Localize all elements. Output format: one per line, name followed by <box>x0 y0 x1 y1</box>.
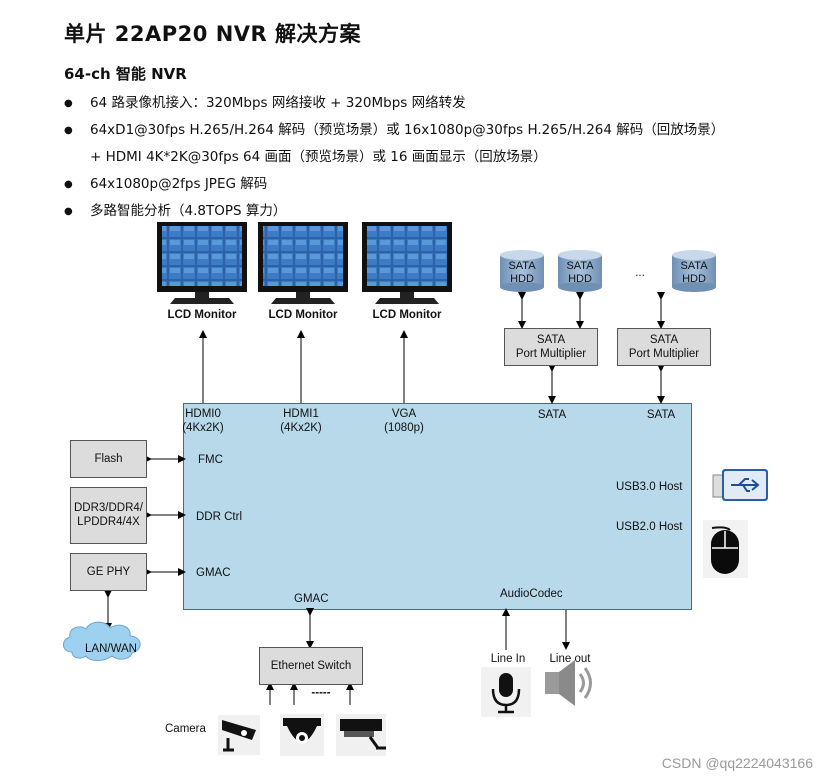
lan-wan-label: LAN/WAN <box>85 643 137 655</box>
ethernet-switch-block: Ethernet Switch <box>259 647 363 685</box>
monitor-label: LCD Monitor <box>268 309 338 321</box>
feature-list: 64 路录像机接入：320Mbps 网络接收 + 320Mbps 网络转发 64… <box>64 90 804 225</box>
page-title: 单片 22AP20 NVR 解决方案 <box>64 22 362 46</box>
sata-port-multiplier: SATA Port Multiplier <box>617 328 711 366</box>
sata-port-label: SATA <box>537 409 567 421</box>
camera-label: Camera <box>165 723 206 735</box>
lcd-monitor-icon <box>362 222 452 304</box>
feature-item-continued: + HDMI 4K*2K@30fps 64 画面（预览场景）或 16 画面显示（… <box>90 149 547 165</box>
watermark: CSDN @qq2224043166 <box>661 755 813 771</box>
pm-label-line1: SATA <box>649 334 679 346</box>
ddr-memory-block: DDR3/DDR4/ LPDDR4/4X <box>70 487 147 544</box>
fmc-port-label: FMC <box>198 454 223 466</box>
sata-port-multiplier: SATA Port Multiplier <box>504 328 598 366</box>
hdd-cylinder-icon <box>500 250 544 292</box>
pm-label-line2: Port Multiplier <box>628 348 700 360</box>
mouse-icon <box>703 520 748 578</box>
ddr-label-line2: LPDDR4/4X <box>77 516 140 528</box>
cloud-icon <box>63 621 141 661</box>
speaker-icon <box>545 660 592 706</box>
hdmi1-port-label: HDMI1 (4Kx2K) <box>276 407 326 435</box>
ddr-label-line1: DDR3/DDR4/ <box>73 502 143 514</box>
ge-phy-block: GE PHY <box>70 553 147 591</box>
hdd-cylinder-icon <box>558 250 602 292</box>
usb3-port-label: USB3.0 Host <box>616 481 683 493</box>
hdd-cylinder-icon <box>672 250 716 292</box>
dome-camera-icon <box>280 714 324 756</box>
hdd-ellipsis: ... <box>635 267 645 279</box>
microphone-icon <box>481 667 531 717</box>
hdd-label-line2: HDD <box>568 273 592 285</box>
hdmi1-label: HDMI1 <box>283 408 319 420</box>
feature-item: 64xD1@30fps H.265/H.264 解码（预览场景）或 16x108… <box>64 117 804 144</box>
feature-item: 多路智能分析（4.8TOPS 算力） <box>64 198 804 225</box>
camera-icon <box>218 715 260 755</box>
camera-icon <box>336 714 386 756</box>
line-in-label: Line In <box>490 653 526 665</box>
hdd-label-line2: HDD <box>510 273 534 285</box>
hdd-label-line1: SATA <box>680 260 708 272</box>
ddr-ctrl-port-label: DDR Ctrl <box>196 511 242 523</box>
feature-item: 64x1080p@2fps JPEG 解码 <box>64 171 804 198</box>
lcd-monitor-icon <box>157 222 247 304</box>
soc-block <box>183 403 692 610</box>
pm-label-line2: Port Multiplier <box>515 348 587 360</box>
audiocodec-port-label: AudioCodec <box>500 588 563 600</box>
vga-label: VGA <box>391 408 417 420</box>
gmac-port-label: GMAC <box>294 593 329 605</box>
hdd-label-line2: HDD <box>682 273 706 285</box>
monitor-label: LCD Monitor <box>372 309 442 321</box>
hdmi0-resolution: (4Kx2K) <box>182 422 224 434</box>
hdmi1-resolution: (4Kx2K) <box>280 422 322 434</box>
usb-drive-icon <box>712 469 768 501</box>
hdd-label-line1: SATA <box>508 260 536 272</box>
vga-resolution: (1080p) <box>384 422 424 434</box>
gmac-port-label: GMAC <box>196 567 231 579</box>
hdmi0-port-label: HDMI0 (4Kx2K) <box>178 407 228 435</box>
usb2-port-label: USB2.0 Host <box>616 521 683 533</box>
hdmi0-label: HDMI0 <box>185 408 221 420</box>
lcd-monitor-icon <box>258 222 348 304</box>
page-subtitle: 64-ch 智能 NVR <box>64 65 187 83</box>
more-cameras-dashes: ----- <box>311 687 331 699</box>
vga-port-label: VGA (1080p) <box>379 407 429 435</box>
sata-port-label: SATA <box>646 409 676 421</box>
pm-label-line1: SATA <box>536 334 566 346</box>
feature-item: 64 路录像机接入：320Mbps 网络接收 + 320Mbps 网络转发 <box>64 90 804 117</box>
flash-block: Flash <box>70 440 147 478</box>
hdd-label-line1: SATA <box>566 260 594 272</box>
line-out-label: Line out <box>549 653 591 665</box>
monitor-label: LCD Monitor <box>167 309 237 321</box>
